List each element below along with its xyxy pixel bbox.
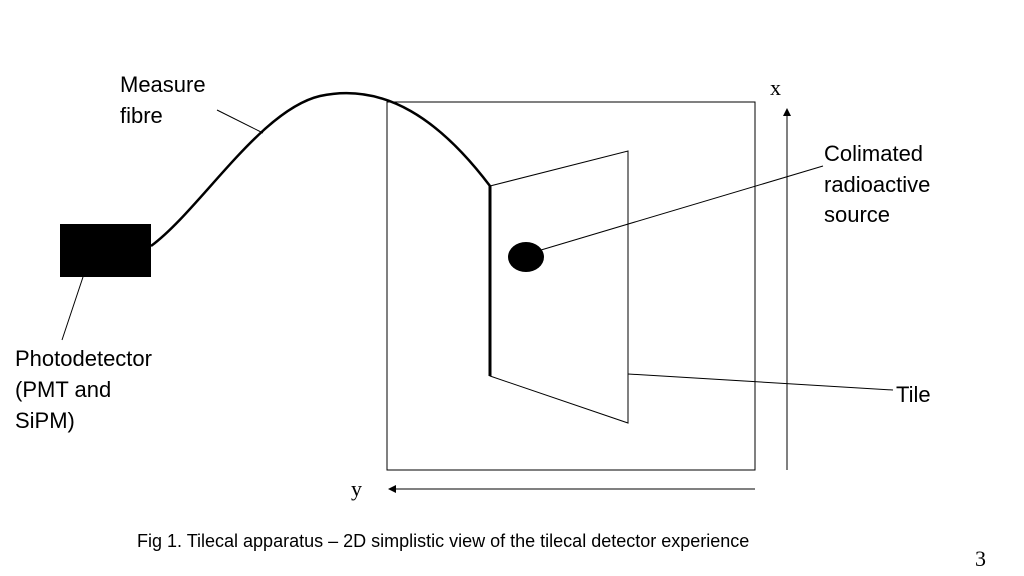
y-axis-label: y — [351, 476, 362, 501]
measure-fibre-label-line1: Measure — [120, 72, 206, 97]
photodetector-label-line2: (PMT and — [15, 377, 111, 402]
x-axis-label: x — [770, 75, 781, 100]
measure-fibre-leader — [216, 109, 264, 134]
photodetector-label-line1: Photodetector — [15, 346, 152, 371]
source-label-line3: source — [824, 202, 890, 227]
tile-shape — [489, 150, 629, 424]
photodetector-label-line3: SiPM) — [15, 408, 75, 433]
photodetector-box — [60, 224, 151, 277]
page-number: 3 — [975, 546, 986, 571]
tile-leader — [627, 373, 894, 391]
photodetector-leader — [61, 276, 84, 341]
tile-label: Tile — [896, 382, 931, 407]
source-leader — [540, 165, 824, 251]
measure-fibre-curve — [150, 91, 491, 248]
radioactive-source — [508, 242, 544, 272]
measure-fibre-label-line2: fibre — [120, 103, 163, 128]
source-label-line1: Colimated — [824, 141, 923, 166]
detector-frame — [386, 101, 756, 471]
source-label-line2: radioactive — [824, 172, 930, 197]
figure-caption: Fig 1. Tilecal apparatus – 2D simplistic… — [137, 531, 749, 551]
